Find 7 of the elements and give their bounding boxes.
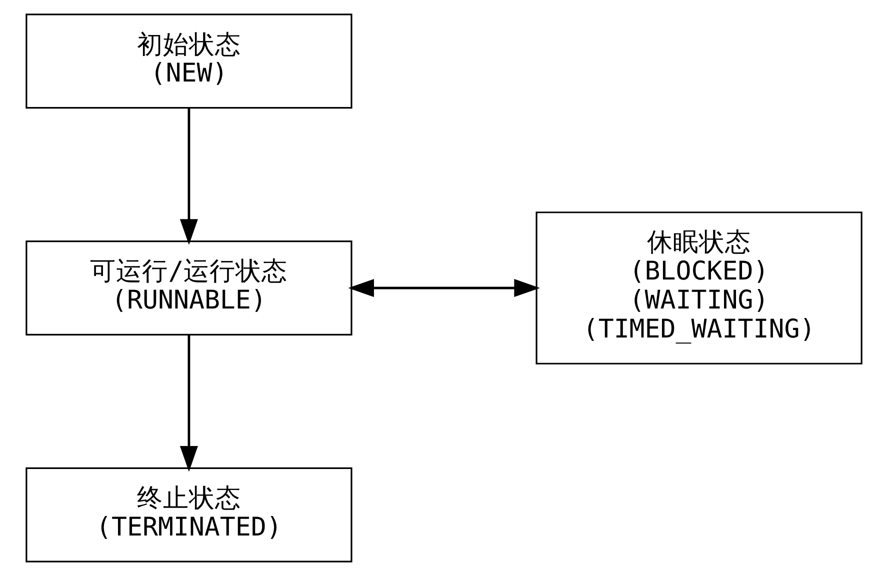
arrow <box>180 334 198 472</box>
node-box: 可运行/运行状态 (RUNNABLE) <box>26 240 352 336</box>
node-box: 休眠状态 (BLOCKED) (WAITING) (TIMED_WAITING) <box>536 212 862 364</box>
arrow <box>348 278 540 298</box>
arrow <box>180 108 198 245</box>
node-box: 初始状态 (NEW) <box>26 14 352 109</box>
node-box: 终止状态 (TERMINATED) <box>26 467 352 562</box>
